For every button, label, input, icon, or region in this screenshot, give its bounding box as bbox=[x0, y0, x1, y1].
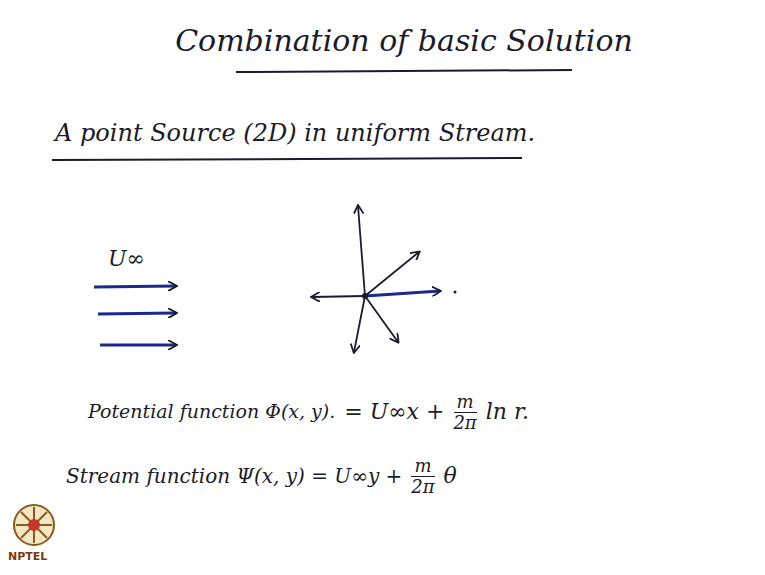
watermark: NPTEL bbox=[8, 551, 47, 564]
formula-text: Potential function Φ(x, y). bbox=[88, 401, 335, 423]
formula-text: ln r. bbox=[486, 399, 529, 424]
stream-arrows bbox=[94, 286, 176, 345]
formula-text: = U∞x + bbox=[344, 399, 444, 424]
denominator: 2π bbox=[453, 413, 476, 433]
denominator: 2π bbox=[411, 477, 434, 497]
source-point bbox=[362, 293, 368, 299]
source-rays bbox=[312, 206, 440, 352]
numerator: m bbox=[454, 392, 477, 413]
fraction: m2π bbox=[453, 392, 476, 433]
dot bbox=[454, 291, 457, 294]
title: Combination of basic Solution bbox=[175, 24, 633, 59]
subtitle: A point Source (2D) in uniform Stream. bbox=[55, 120, 535, 148]
underline bbox=[236, 70, 572, 72]
velocity-label: U∞ bbox=[108, 246, 145, 271]
fraction: m2π bbox=[411, 456, 434, 497]
formula-text: Stream function Ψ(x, y) = U∞y + bbox=[66, 465, 402, 488]
formula-text: θ bbox=[444, 463, 457, 488]
underline bbox=[52, 158, 522, 160]
numerator: m bbox=[411, 456, 434, 477]
nptel-logo bbox=[14, 505, 54, 545]
